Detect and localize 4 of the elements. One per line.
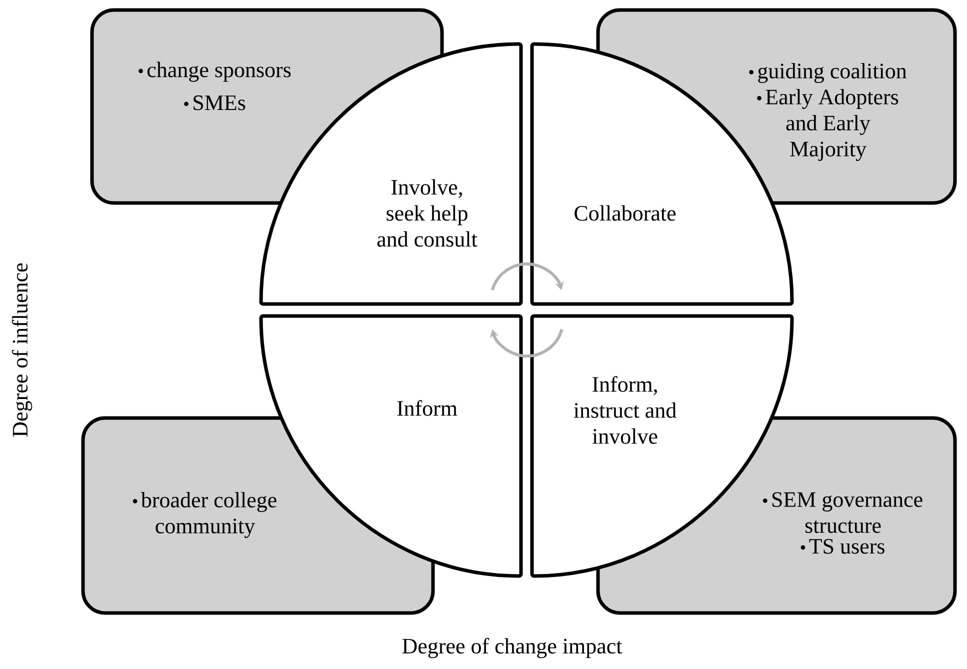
cycle-arrow xyxy=(490,328,564,358)
axis-label: Degree of influence xyxy=(12,263,32,437)
axis-label: Degree of change impact xyxy=(402,638,622,658)
cycle-arrow xyxy=(490,262,564,291)
